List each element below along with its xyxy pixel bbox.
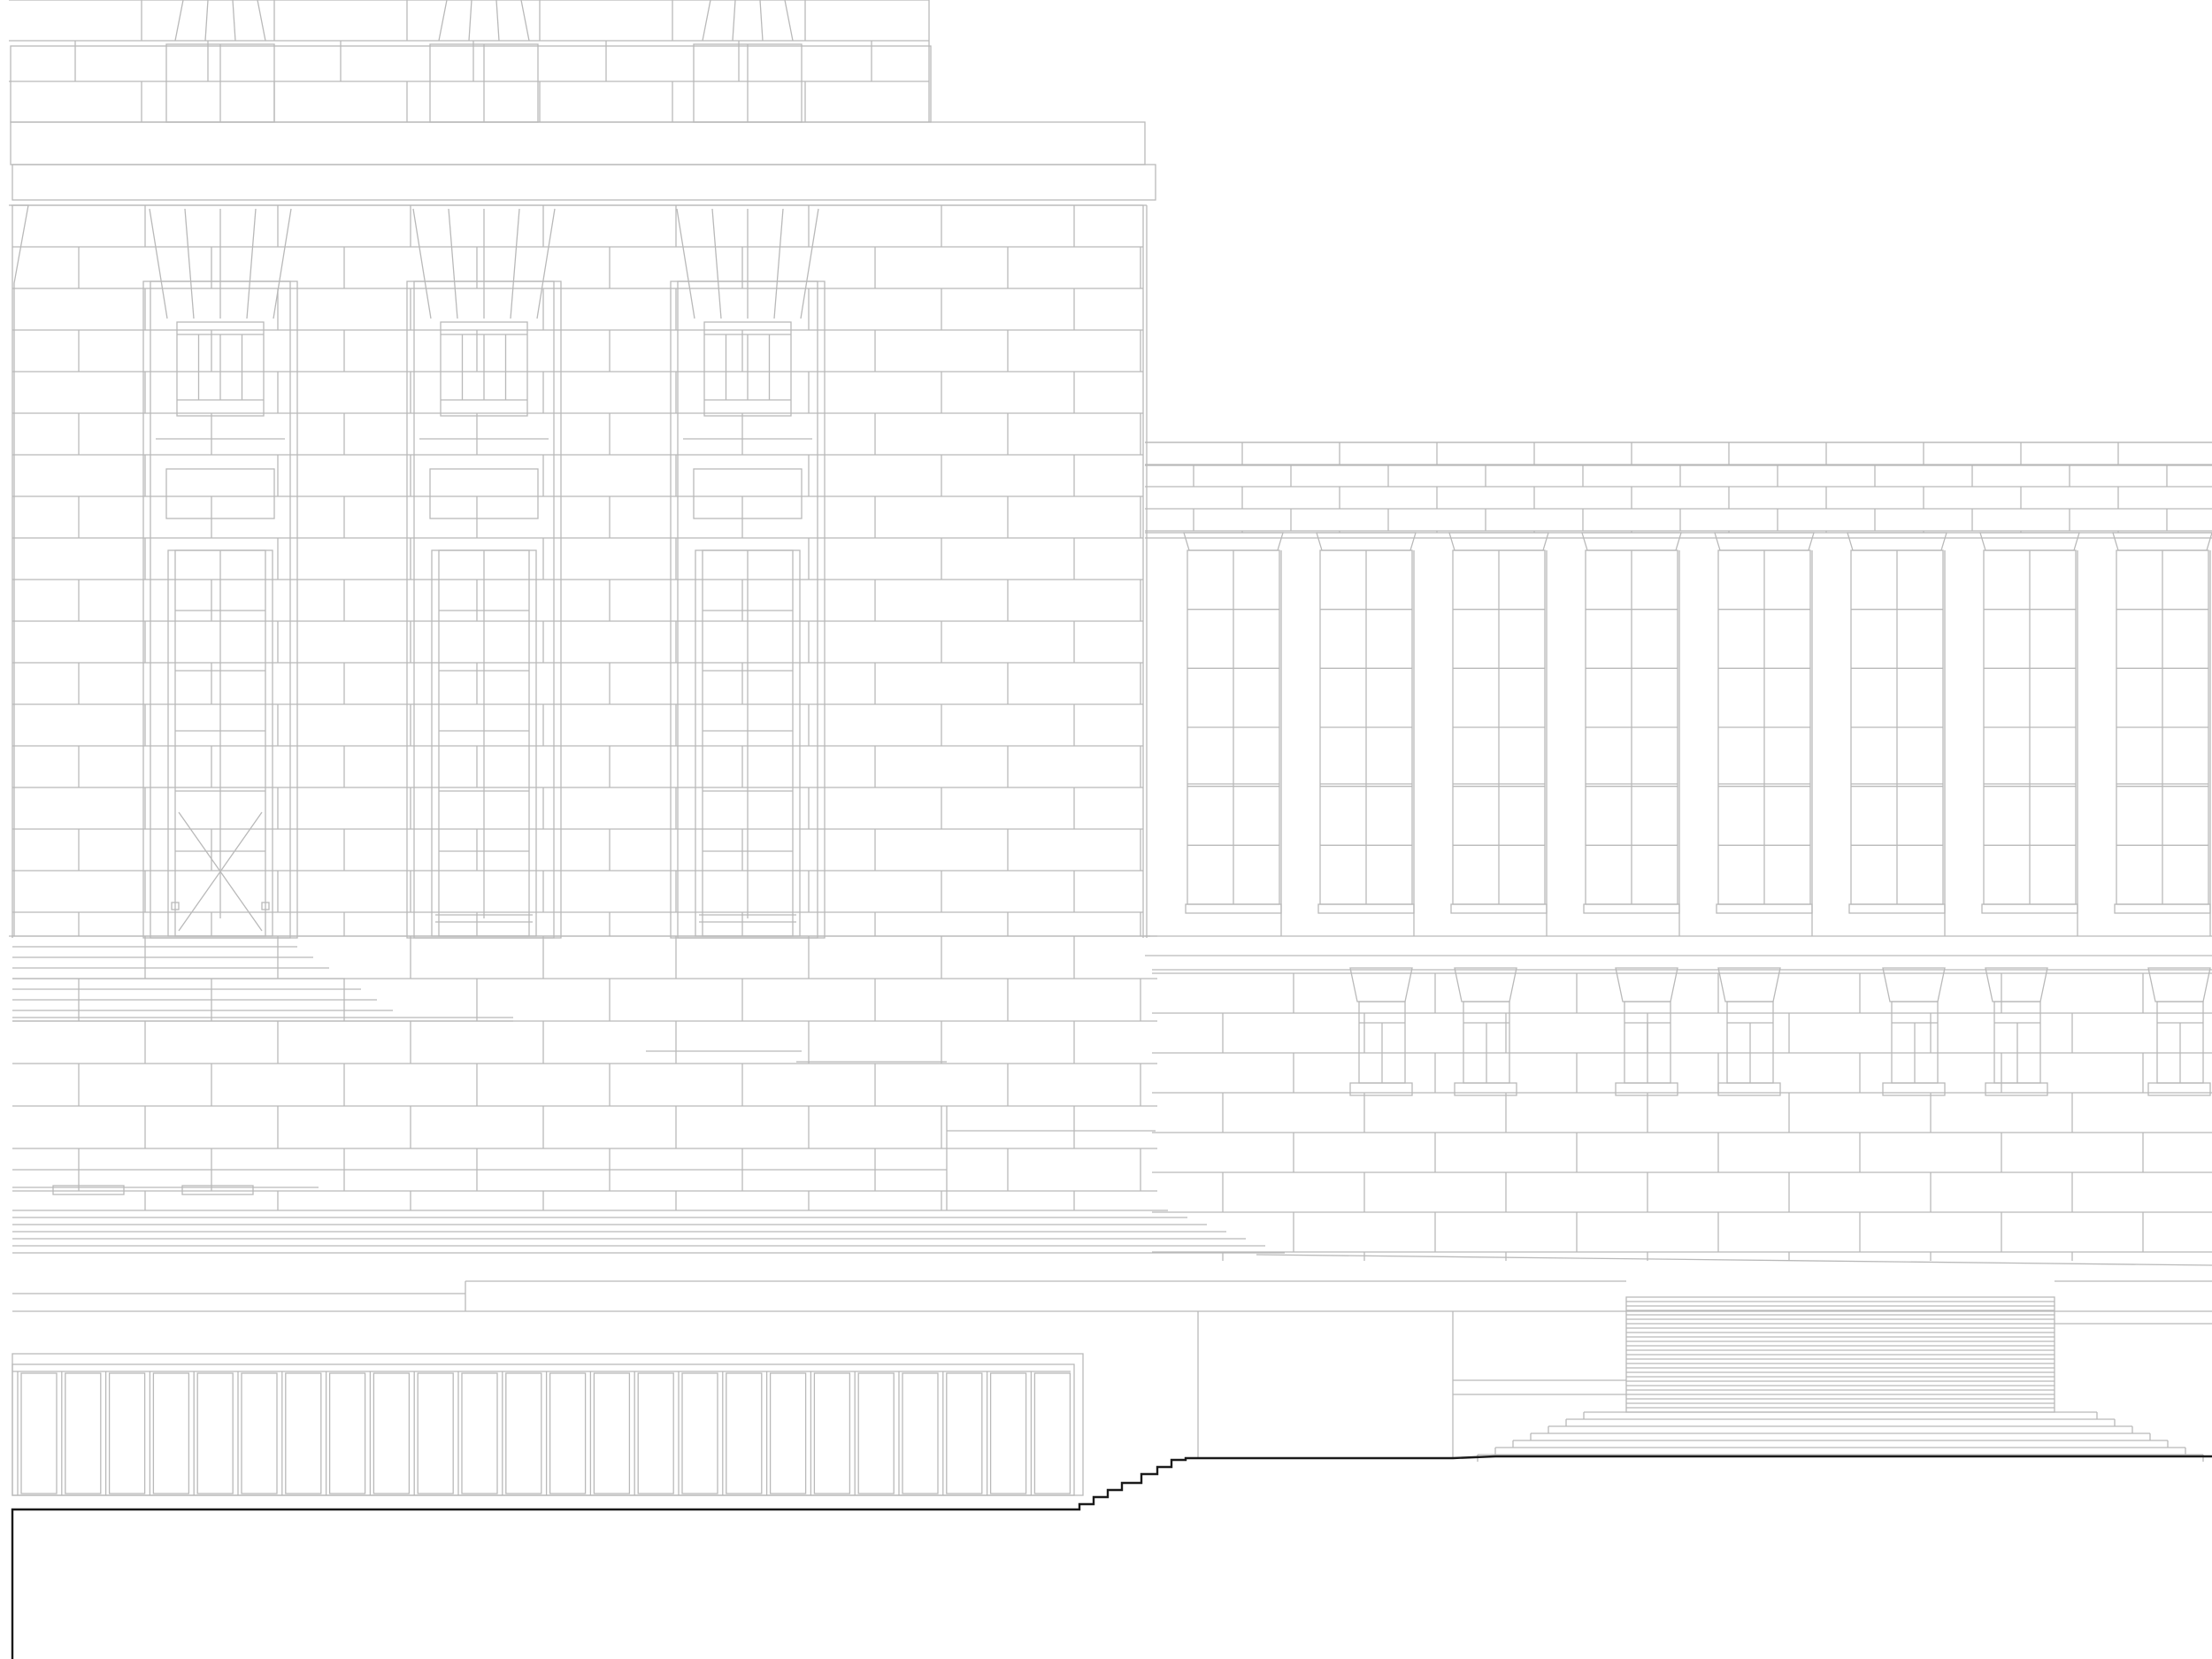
colonnade-bay	[857, 1372, 895, 1494]
tower-door-hinge	[261, 902, 270, 910]
tower-block	[9, 0, 1156, 939]
tower-blank-panel	[429, 468, 539, 519]
colonnade-bay	[108, 1372, 146, 1494]
colonnade-bay	[196, 1372, 234, 1494]
colonnade-bay	[505, 1372, 542, 1494]
tower-cornice	[12, 164, 1156, 201]
colonnade-bay	[902, 1372, 939, 1494]
tower-keystone-ray	[800, 208, 819, 319]
wing-window-lintel	[1183, 532, 1284, 551]
wing-terrace-edge	[1256, 1254, 2212, 1266]
ground-section-line	[11, 1455, 2212, 1659]
wing-window-lintel	[1979, 532, 2080, 551]
wing-window-lintel	[1448, 532, 1549, 551]
colonnade-bay	[20, 1372, 58, 1494]
wing-window-sill	[2114, 903, 2211, 914]
colonnade-bay	[681, 1372, 718, 1494]
tower-left-pilaster	[11, 204, 29, 936]
tower-keystone-ray	[246, 208, 257, 319]
tower-top-keystone	[495, 0, 500, 42]
tower-top-keystone	[174, 0, 184, 42]
colonnade-bay	[1033, 1372, 1071, 1494]
colonnade-bay	[373, 1372, 411, 1494]
wing-window-lintel	[1581, 532, 1682, 551]
tower-top-keystone	[784, 0, 794, 42]
wing-window-sill	[1981, 903, 2078, 914]
plinth-and-steps	[12, 946, 2212, 1496]
tower-keystone-ray	[676, 208, 695, 319]
tower-upper-window	[440, 321, 528, 417]
colonnade-bay	[461, 1372, 498, 1494]
colonnade-bay	[152, 1372, 190, 1494]
east-wing	[1145, 442, 2212, 1096]
tower-keystone-ray	[412, 208, 432, 319]
masonry-joints	[9, 0, 2212, 1261]
colonnade-frame	[12, 1353, 1084, 1496]
colonnade-bay	[593, 1372, 631, 1494]
wing-window-lintel	[1714, 532, 1815, 551]
wing-lower-window-sill	[1882, 1082, 1946, 1096]
terrace-bench	[181, 1185, 254, 1195]
tower-attic-band	[10, 45, 932, 123]
tower-keystone-ray	[448, 208, 458, 319]
tower-top-keystone	[468, 0, 472, 42]
tower-blank-panel	[693, 468, 803, 519]
tower-blank-panel	[165, 468, 275, 519]
colonnade-bay	[549, 1372, 587, 1494]
wing-lower-window-sill	[1985, 1082, 2048, 1096]
wing-window-sill	[1450, 903, 1548, 914]
tower-top-keystone	[257, 0, 266, 42]
wing-window-sill	[1317, 903, 1415, 914]
colonnade-frame-inner	[12, 1363, 1075, 1496]
wing-lower-window-sill	[1615, 1082, 1678, 1096]
wing-lower-window-sill	[2147, 1082, 2211, 1096]
colonnade-bay	[726, 1372, 763, 1494]
terrace-bench	[52, 1185, 125, 1195]
tower-door-hinge	[171, 902, 180, 910]
colonnade-bay	[241, 1372, 278, 1494]
tower-keystone-ray	[711, 208, 722, 319]
tower-door-brace	[178, 811, 263, 932]
wing-lower-window-sill	[1717, 1082, 1781, 1096]
colonnade-bay	[65, 1372, 102, 1494]
tower-upper-window	[703, 321, 792, 417]
colonnade-bay	[989, 1372, 1027, 1494]
tower-top-keystone	[702, 0, 711, 42]
tower-top-keystone	[232, 0, 236, 42]
tower-top-keystone	[204, 0, 209, 42]
tower-keystone-ray	[773, 208, 784, 319]
colonnade-bay	[637, 1372, 674, 1494]
tower-top-keystone	[759, 0, 764, 42]
wing-lower-window-sill	[1454, 1082, 1517, 1096]
wing-window-lintel	[1847, 532, 1947, 551]
tower-keystone-ray	[149, 208, 168, 319]
tower-upper-cornice	[10, 121, 1146, 165]
colonnade-bay	[417, 1372, 454, 1494]
tower-top-keystone	[732, 0, 736, 42]
wing-window-sill	[1848, 903, 1946, 914]
tower-upper-window	[176, 321, 265, 417]
tower-top-keystone	[438, 0, 448, 42]
colonnade-bay	[285, 1372, 322, 1494]
colonnade-bay	[328, 1372, 366, 1494]
wing-window-sill	[1185, 903, 1282, 914]
colonnade-bay	[813, 1372, 851, 1494]
tower-keystone-ray	[536, 208, 556, 319]
ground-line	[11, 1455, 2212, 1659]
tower-keystone-ray	[273, 208, 292, 319]
wing-window-sill	[1583, 903, 1680, 914]
tower-keystone-ray	[510, 208, 520, 319]
wing-lower-window-sill	[1349, 1082, 1413, 1096]
wing-window-lintel	[2112, 532, 2212, 551]
colonnade-bay	[769, 1372, 807, 1494]
tower-top-keystone	[520, 0, 530, 42]
tower-keystone-ray	[184, 208, 195, 319]
wing-window-lintel	[1316, 532, 1417, 551]
wing-window-sill	[1716, 903, 1813, 914]
colonnade-bay	[946, 1372, 983, 1494]
